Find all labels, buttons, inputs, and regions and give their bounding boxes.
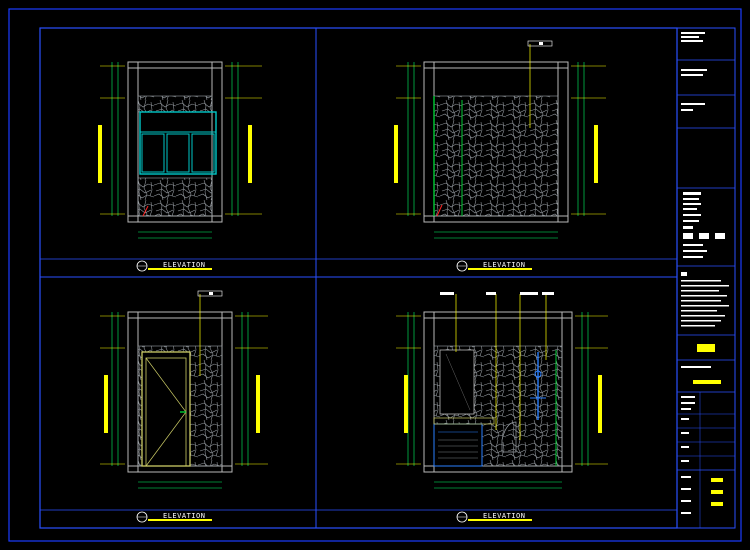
elevation-title-text: ELEVATION <box>163 512 205 520</box>
elevation-panel-4 <box>396 292 608 489</box>
elevation-title-text: ELEVATION <box>163 261 205 269</box>
elevation-title-1: ELEVATION <box>136 260 212 272</box>
drawing-border <box>8 8 742 542</box>
title-block <box>676 27 736 529</box>
elevation-title-text: ELEVATION <box>483 261 525 269</box>
elevation-title-2: ELEVATION <box>456 260 532 272</box>
elevation-title-4: ELEVATION <box>456 511 532 523</box>
inner-border <box>39 27 678 529</box>
elevation-panel-1 <box>98 61 262 239</box>
elevation-title-3: ELEVATION <box>136 511 212 523</box>
elevation-panel-2 <box>394 40 606 239</box>
elevation-title-text: ELEVATION <box>483 512 525 520</box>
elevation-panel-3 <box>100 290 268 489</box>
